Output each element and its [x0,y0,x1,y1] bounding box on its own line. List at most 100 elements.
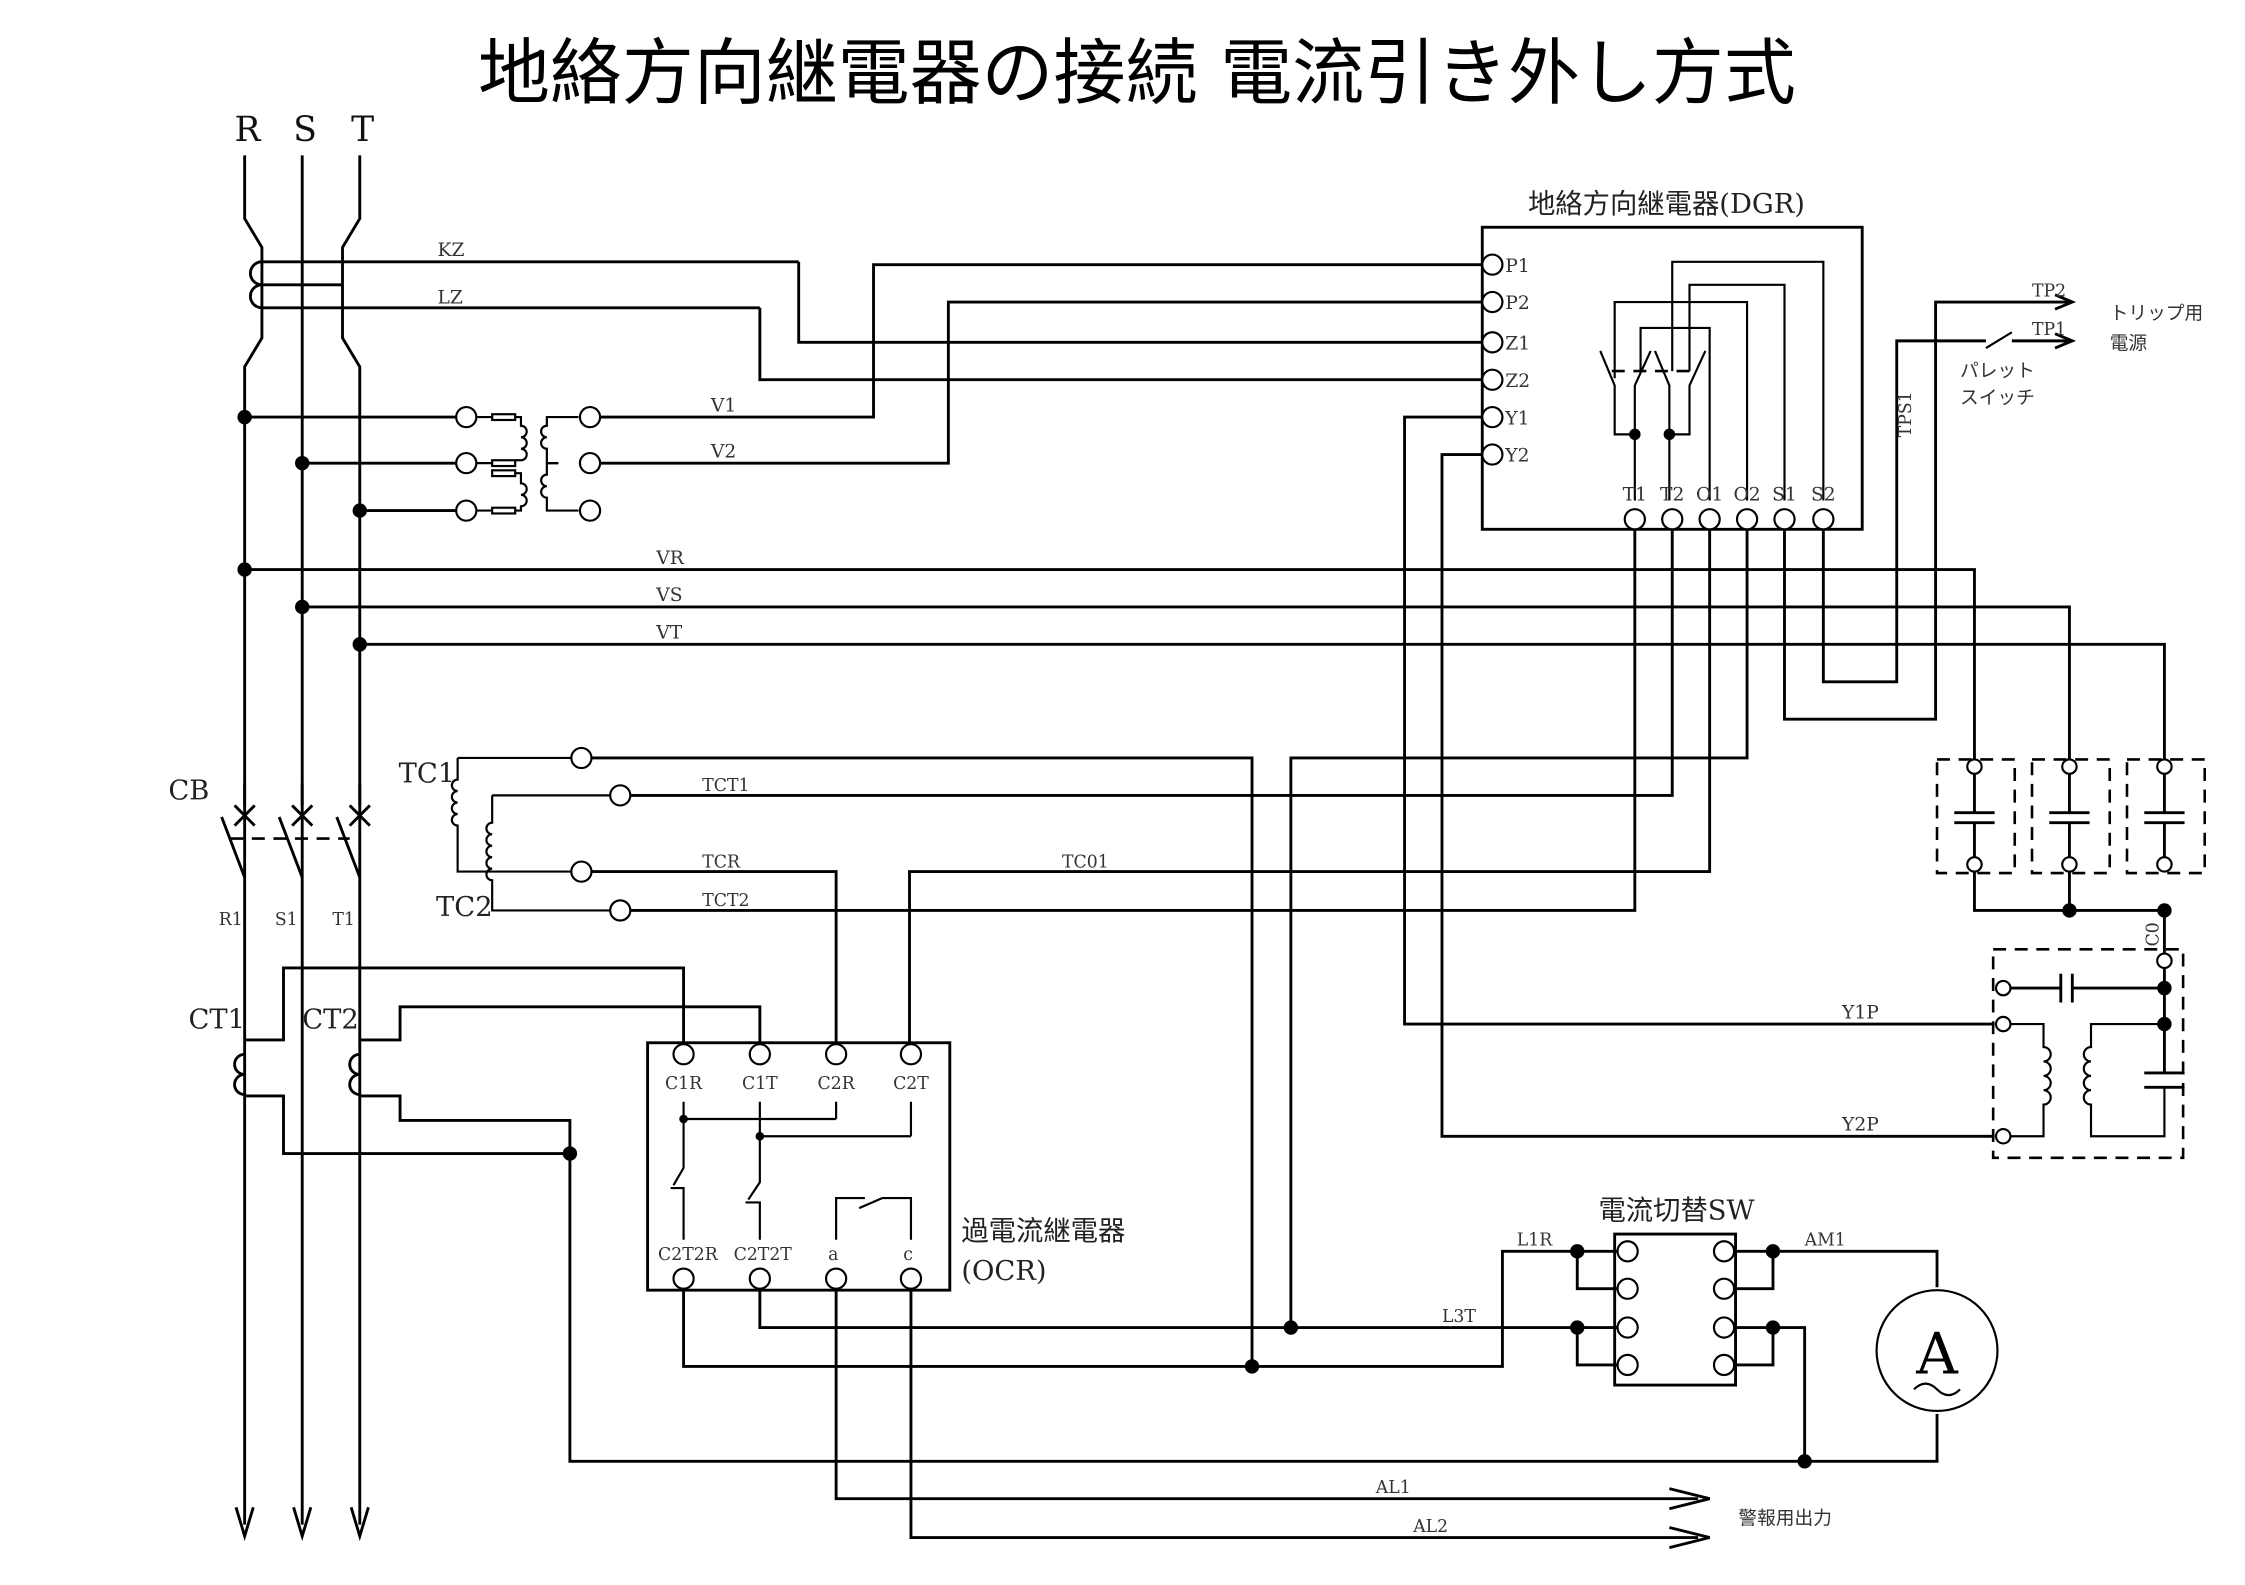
zct-label-lz: LZ [437,287,462,308]
label-y1p: Y1P [1841,1002,1879,1023]
load-label-t1: T1 [332,910,354,930]
dgr-terminal-s1: S1 [1772,485,1797,506]
alarm-output-label: 警報用出力 [1738,1509,1831,1530]
dgr-terminal-p1: P1 [1505,256,1529,277]
wire-tct1 [630,529,1674,797]
dgr-terminal-y2: Y2 [1504,446,1529,467]
wire-kz [797,261,1483,344]
pallet-switch-label-2: スイッチ [1960,388,2035,409]
voltage-lines [237,562,2166,763]
pallet-switch-label-1: パレット [1960,361,2035,382]
vt-label-v2: V2 [710,441,736,462]
dgr-title: 地絡方向継電器(DGR) [1528,189,1805,220]
ocr-box [646,1041,952,1292]
ammeter-symbol: A [1915,1321,1959,1388]
wire-v1 [600,263,1483,419]
label-am1: AM1 [1804,1231,1846,1251]
dgr-bottom-terminals [1623,508,1835,531]
switch-terminals [1570,1240,1939,1463]
wire-tcr [591,870,838,1050]
circuit-breaker[interactable] [220,783,371,878]
label-al1: AL1 [1375,1478,1411,1498]
ammeter [1875,1289,1999,1413]
dgr-terminal-y1: Y1 [1504,408,1529,429]
wire-l3t [758,1288,1578,1329]
ct2-label: CT2 [302,1004,359,1035]
phase-label-t: T [351,110,374,150]
label-tct2: TCT2 [702,891,749,911]
wire-l1r [682,1249,1578,1368]
label-vt: VT [655,623,683,644]
dgr-terminal-t1: T1 [1623,485,1647,506]
ocr-terminal-c2t: C2T [893,1074,929,1094]
label-vs: VS [655,585,682,606]
ocr-terminal-c1t: C1T [742,1074,778,1094]
wire-tc01 [908,529,1712,1050]
ocr-terminal-c2t2t: C2T2T [734,1245,793,1265]
dgr-terminal-z2: Z2 [1505,371,1530,392]
pallet-switch-contact[interactable] [1985,331,2013,349]
tc1-label: TC1 [399,758,456,789]
current-switch[interactable] [1613,1232,1737,1387]
capacitor-units [1935,758,2207,957]
dgr-left-terminals [1481,253,1504,466]
dgr-terminal-o1: O1 [1696,485,1723,506]
ocr-title: 過電流継電器 [961,1216,1125,1247]
wire-tp2 [1783,300,2073,721]
wire-o2 [1289,529,1749,1328]
zct-symbol [249,260,799,310]
ocr-terminal-a: a [828,1245,838,1265]
label-l3t: L3T [1442,1307,1476,1327]
label-y2p: Y2P [1841,1115,1879,1136]
vt-transformer [237,405,602,522]
tc2-label: TC2 [436,892,493,923]
cb-label: CB [168,776,209,807]
dgr-terminal-p2: P2 [1505,293,1529,314]
ocr-terminal-c2r: C2R [818,1074,856,1094]
ct1-label: CT1 [189,1004,246,1035]
load-label-s1: S1 [275,910,298,930]
ocr-terminal-c2t2r: C2T2R [658,1245,719,1265]
dgr-contacts [1599,260,1825,501]
arrow-icon [1669,1526,1711,1549]
phase-label-s: S [293,110,317,150]
ocr-terminal-c1r: C1R [665,1074,703,1094]
arrow-icon [2054,293,2077,311]
trip-power-label-1: トリップ用 [2110,303,2203,324]
label-vr: VR [655,548,685,569]
load-label-r1: R1 [219,910,243,930]
ac-wave-icon [1913,1382,1961,1397]
ocr-terminals [670,1043,923,1290]
dgr-terminal-o2: O2 [1733,485,1760,506]
label-al2: AL2 [1412,1517,1448,1537]
dgr-terminal-z1: Z1 [1505,334,1530,355]
phase-label-r: R [235,110,262,150]
label-tct1: TCT1 [702,776,749,796]
filter-unit [1991,947,2185,1160]
main-bus [234,155,370,1542]
wire-tps1 [1821,339,1986,684]
trip-power-label-2: 電源 [2110,334,2148,355]
label-tc01: TC01 [1062,852,1109,872]
label-tp1: TP1 [2032,320,2066,340]
wire-lz [758,307,1483,382]
wire-v2 [600,300,1483,465]
current-transformers [233,966,1812,1469]
ocr-terminal-c: c [903,1245,913,1265]
arrow-icon [1669,1487,1711,1511]
dgr-terminal-t2: T2 [1660,485,1684,506]
label-tp2: TP2 [2032,281,2066,301]
wire-tct2 [630,529,1637,912]
wire-tc1 [591,756,1254,1367]
zct-label-kz: KZ [437,240,464,261]
page-title: 地絡方向継電器の接続 電流引き外し方式 [478,31,1796,115]
label-l1r: L1R [1517,1231,1553,1251]
switch-title: 電流切替SW [1598,1196,1755,1227]
dgr-terminal-s2: S2 [1811,485,1836,506]
trip-coils [450,746,632,922]
arrow-icon [2054,332,2077,350]
label-tps1: TPS1 [1896,391,1916,437]
vt-label-v1: V1 [710,395,736,416]
ocr-subtitle: (OCR) [961,1256,1046,1287]
